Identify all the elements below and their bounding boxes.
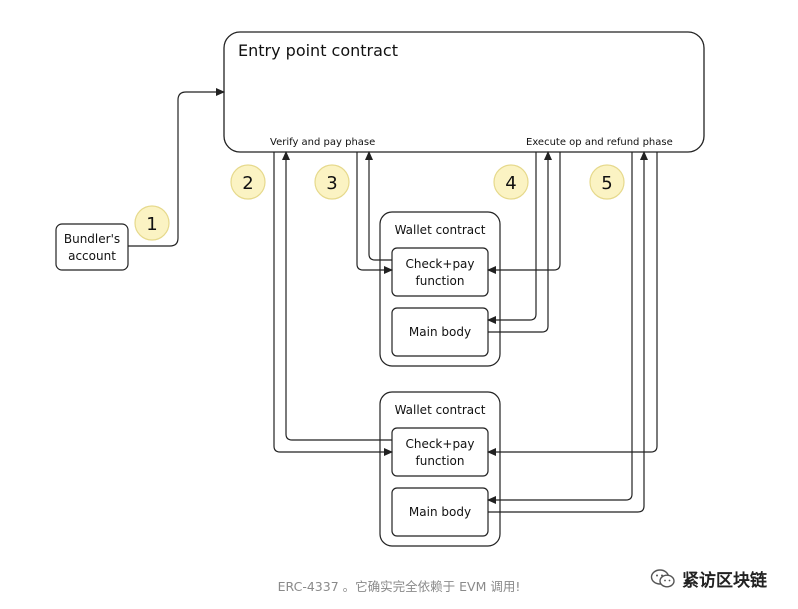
step-badge-3: 3: [314, 164, 350, 200]
flow-verify-to-bottom-check: [273, 152, 393, 456]
main-body-top-label: Main body: [409, 325, 471, 339]
bundler-label-line1: Bundler's: [64, 232, 120, 246]
flow-bundler-to-entry: [128, 88, 225, 247]
wallet-contract-top-title: Wallet contract: [395, 223, 486, 237]
brand-watermark: 紧访区块链: [650, 566, 767, 591]
step-badge-1: 1: [134, 205, 170, 241]
wallet-contract-bottom-title: Wallet contract: [395, 403, 486, 417]
main-body-bottom-label: Main body: [409, 505, 471, 519]
step-badge-4: 4: [493, 164, 529, 200]
wechat-logo-icon: [650, 568, 675, 588]
flow-verify-to-top-check: [356, 152, 393, 274]
flow-execute-to-bottom-main: [487, 152, 633, 504]
flow-top-main-to-execute: [488, 151, 552, 333]
flow-execute-to-bottom-check: [487, 152, 658, 456]
step-number-1: 1: [146, 214, 157, 235]
check-pay-top-line2: function: [415, 274, 464, 288]
figure-caption: ERC-4337 。它确实完全依赖于 EVM 调用!: [277, 579, 521, 594]
check-pay-function-bottom: [391, 427, 489, 477]
bundler-label-line2: account: [68, 249, 116, 263]
bundler-account-box: [55, 223, 129, 271]
brand-name: 紧访区块链: [682, 571, 767, 591]
flow-top-check-to-verify: [365, 151, 392, 261]
check-pay-function-top: [391, 247, 489, 297]
execute-phase-label: Execute op and refund phase: [526, 137, 673, 148]
flow-bottom-check-to-verify: [282, 151, 392, 441]
verify-phase-label: Verify and pay phase: [270, 137, 375, 148]
check-pay-bottom-line2: function: [415, 454, 464, 468]
step-badge-2: 2: [230, 164, 266, 200]
flow-bottom-main-to-execute: [488, 151, 648, 513]
entry-point-title: Entry point contract: [238, 41, 398, 60]
check-pay-top-line1: Check+pay: [405, 257, 474, 271]
step-number-2: 2: [242, 173, 253, 194]
step-number-5: 5: [601, 173, 612, 194]
step-badge-5: 5: [589, 164, 625, 200]
step-number-4: 4: [505, 173, 516, 194]
check-pay-bottom-line1: Check+pay: [405, 437, 474, 451]
step-number-3: 3: [326, 173, 337, 194]
flow-execute-to-top-main: [487, 152, 537, 324]
flow-execute-to-top-check: [487, 152, 561, 274]
